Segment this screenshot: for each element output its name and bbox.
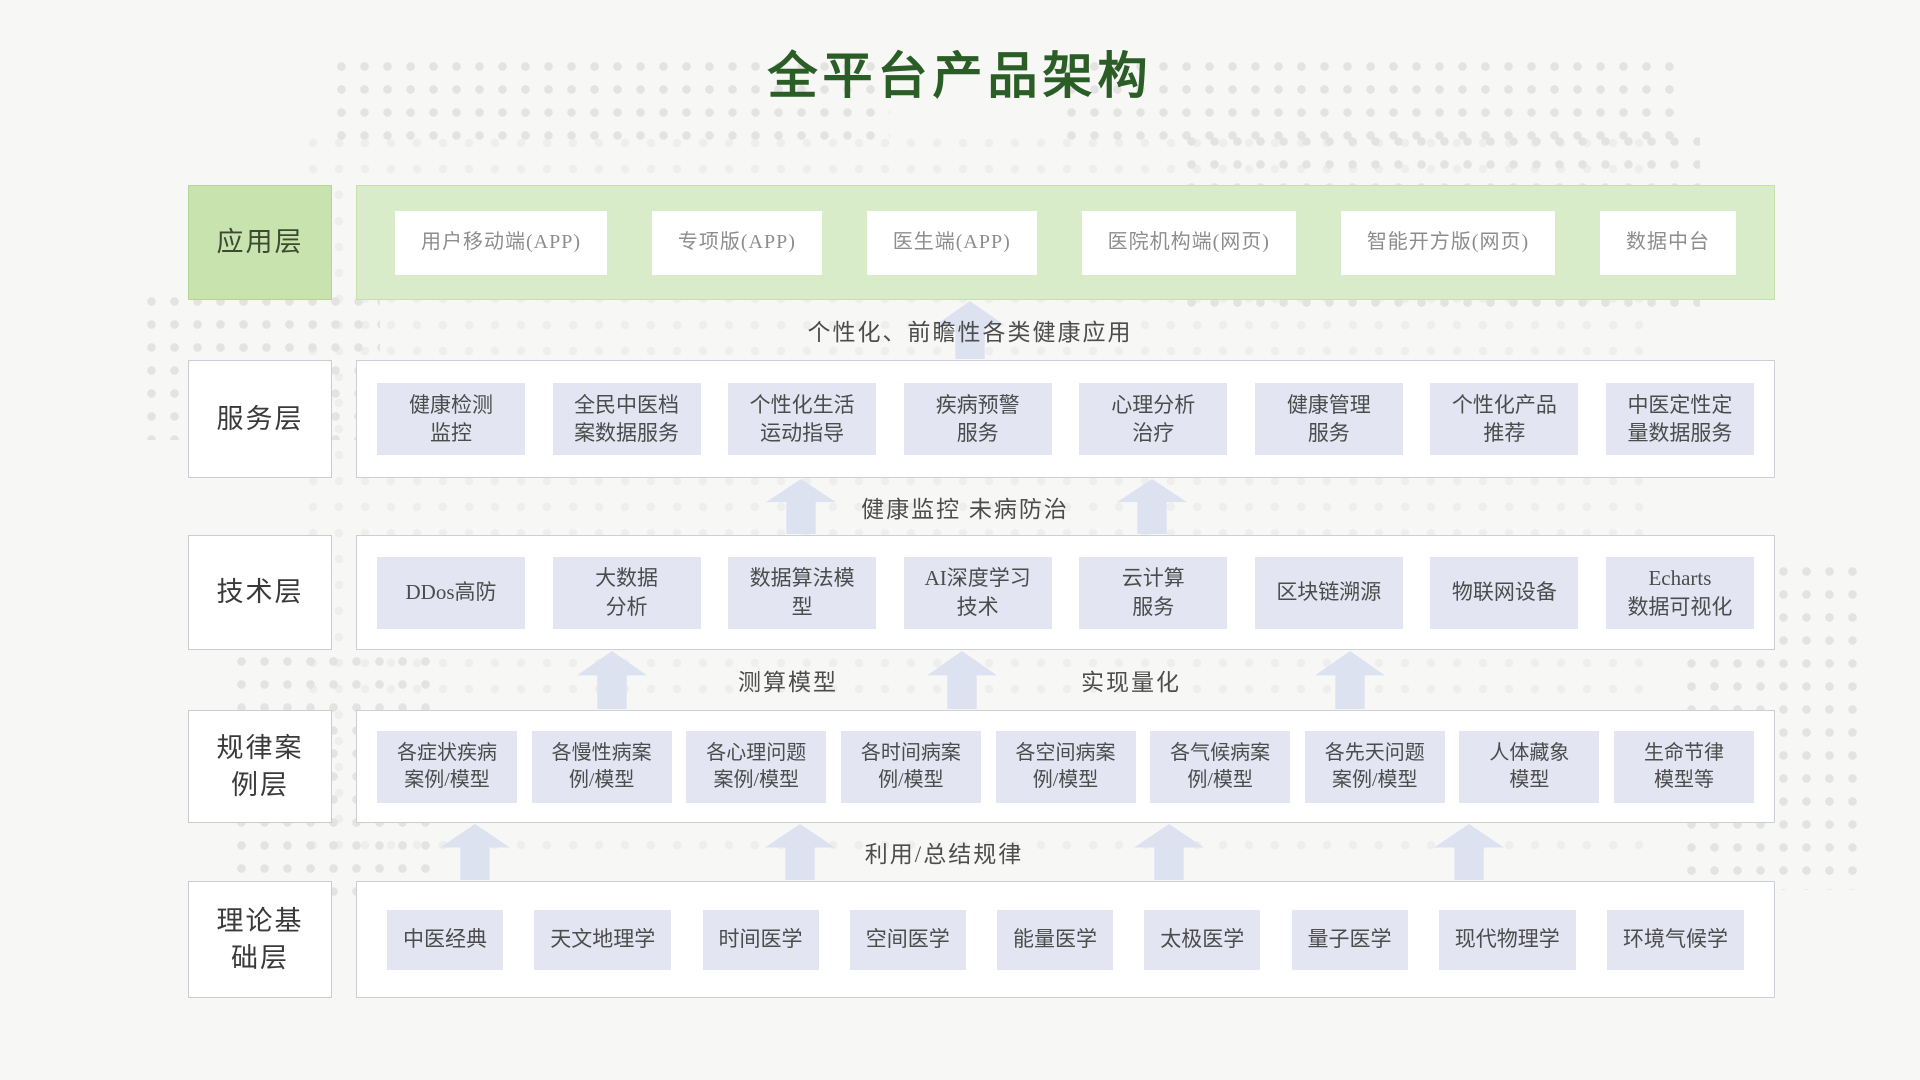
technology-layer-container: DDos高防 大数据 分析 数据算法模 型 AI深度学习 技术 云计算 服务 区… — [356, 535, 1775, 650]
diagram-node: 全民中医档 案数据服务 — [552, 383, 701, 455]
connector-label: 个性化、前瞻性各类健康应用 — [807, 320, 1133, 345]
up-arrow-icon — [927, 651, 997, 709]
diagram-node: 天文地理学 — [534, 909, 672, 970]
service-layer-row: 服务层 健康检测 监控 全民中医档 案数据服务 个性化生活 运动指导 疾病预警 … — [0, 360, 1920, 478]
diagram-node: 各空间病案 例/模型 — [995, 730, 1136, 803]
up-arrow-icon — [765, 824, 835, 880]
pattern-case-layer-row: 规律案 例层 各症状疾病 案例/模型 各慢性病案 例/模型 各心理问题 案例/模… — [0, 710, 1920, 823]
connector-label: 测算模型 — [738, 670, 838, 695]
layer-label-pattern-case: 规律案 例层 — [188, 710, 332, 823]
diagram-node: 各先天问题 案例/模型 — [1304, 730, 1445, 803]
diagram-node: 个性化生活 运动指导 — [728, 383, 877, 455]
diagram-node: 专项版(APP) — [651, 210, 822, 275]
connector-label: 利用/总结规律 — [864, 842, 1024, 867]
theory-layer-container: 中医经典 天文地理学 时间医学 空间医学 能量医学 太极医学 量子医学 现代物理… — [356, 881, 1775, 998]
technology-layer-row: 技术层 DDos高防 大数据 分析 数据算法模 型 AI深度学习 技术 云计算 … — [0, 535, 1920, 650]
diagram-node: 各心理问题 案例/模型 — [686, 730, 827, 803]
diagram-node: Echarts 数据可视化 — [1605, 556, 1754, 629]
diagram-node: 能量医学 — [997, 909, 1113, 970]
diagram-node: 中医经典 — [387, 909, 503, 970]
up-arrow-icon — [1117, 479, 1187, 534]
diagram-node: 太极医学 — [1144, 909, 1261, 970]
diagram-node: 智能开方版(网页) — [1340, 210, 1556, 275]
layer-label-theory: 理论基 础层 — [188, 881, 332, 998]
connector-application-service: 个性化、前瞻性各类健康应用 — [0, 300, 1920, 360]
layer-label-technology: 技术层 — [188, 535, 332, 650]
connector-technology-pattern: 测算模型 实现量化 — [0, 650, 1920, 710]
layer-label-application: 应用层 — [188, 185, 332, 300]
diagram-node: 物联网设备 — [1430, 556, 1579, 629]
diagram-node: 疾病预警 服务 — [903, 383, 1052, 455]
diagram-node: 人体藏象 模型 — [1459, 730, 1600, 803]
application-layer-container: 用户移动端(APP) 专项版(APP) 医生端(APP) 医院机构端(网页) 智… — [356, 185, 1775, 300]
diagram-node: 各症状疾病 案例/模型 — [377, 730, 517, 803]
diagram-node: 区块链溯源 — [1254, 556, 1403, 629]
diagram-node: 医生端(APP) — [866, 210, 1037, 275]
diagram-node: 用户移动端(APP) — [395, 210, 608, 275]
diagram-node: 医院机构端(网页) — [1081, 210, 1296, 275]
diagram-node: 各慢性病案 例/模型 — [531, 730, 672, 803]
up-arrow-icon — [1134, 824, 1204, 880]
up-arrow-icon — [766, 479, 836, 534]
connector-label: 实现量化 — [1081, 670, 1181, 695]
page-title: 全平台产品架构 — [767, 48, 1153, 104]
theory-layer-row: 理论基 础层 中医经典 天文地理学 时间医学 空间医学 能量医学 太极医学 量子… — [0, 881, 1920, 998]
pattern-case-layer-container: 各症状疾病 案例/模型 各慢性病案 例/模型 各心理问题 案例/模型 各时间病案… — [356, 710, 1775, 823]
diagram-node: 时间医学 — [702, 909, 819, 970]
diagram-node: 环境气候学 — [1607, 909, 1744, 970]
diagram-node: 大数据 分析 — [552, 556, 701, 629]
diagram-node: 心理分析 治疗 — [1079, 383, 1228, 455]
diagram-node: 中医定性定 量数据服务 — [1605, 383, 1754, 455]
diagram-node: 现代物理学 — [1438, 909, 1576, 970]
diagram-node: DDos高防 — [377, 556, 525, 629]
up-arrow-icon — [1315, 651, 1385, 709]
connector-label: 健康监控 未病防治 — [861, 496, 1069, 522]
diagram-node: 各时间病案 例/模型 — [840, 730, 981, 803]
up-arrow-icon — [1434, 824, 1504, 880]
diagram-node: AI深度学习 技术 — [903, 556, 1052, 629]
application-layer-row: 应用层 用户移动端(APP) 专项版(APP) 医生端(APP) 医院机构端(网… — [0, 185, 1920, 300]
service-layer-container: 健康检测 监控 全民中医档 案数据服务 个性化生活 运动指导 疾病预警 服务 心… — [356, 360, 1775, 478]
up-arrow-icon — [440, 824, 510, 880]
diagram-node: 各气候病案 例/模型 — [1150, 730, 1291, 803]
diagram-node: 量子医学 — [1291, 909, 1408, 970]
diagram-node: 健康检测 监控 — [377, 383, 525, 455]
diagram-node: 空间医学 — [849, 909, 966, 970]
diagram-node: 个性化产品 推荐 — [1430, 383, 1579, 455]
up-arrow-icon — [577, 651, 647, 709]
connector-service-technology: 健康监控 未病防治 — [0, 478, 1920, 535]
connector-pattern-theory: 利用/总结规律 — [0, 823, 1920, 881]
diagram-node: 健康管理 服务 — [1254, 383, 1403, 455]
diagram-node: 数据中台 — [1600, 210, 1736, 275]
diagram-node: 生命节律 模型等 — [1614, 730, 1754, 803]
diagram-node: 云计算 服务 — [1079, 556, 1228, 629]
diagram-node: 数据算法模 型 — [728, 556, 877, 629]
layer-label-service: 服务层 — [188, 360, 332, 478]
